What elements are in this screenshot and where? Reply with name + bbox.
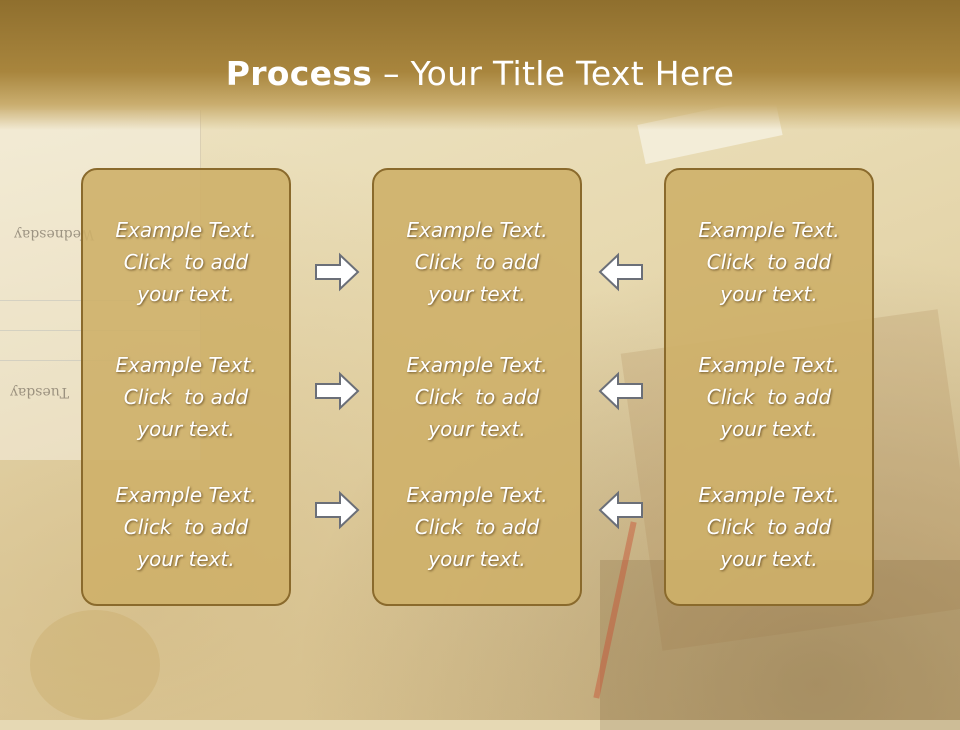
text-line: your text. — [720, 547, 818, 571]
text-line: Example Text. — [115, 218, 257, 242]
background-calendar-word: Tuesday — [10, 384, 70, 400]
text-line: your text. — [720, 417, 818, 441]
text-line: Click to add — [414, 250, 540, 274]
text-line: Click to add — [123, 515, 249, 539]
process-box-left[interactable]: Example Text. Click to add your text. Ex… — [81, 168, 291, 606]
text-line: Click to add — [123, 250, 249, 274]
text-line: your text. — [137, 282, 235, 306]
right-arrow-icon[interactable] — [314, 371, 360, 411]
text-line: Click to add — [706, 385, 832, 409]
text-placeholder[interactable]: Example Text. Click to add your text. — [666, 479, 872, 575]
left-arrow-icon[interactable] — [598, 252, 644, 292]
title-bold: Process — [225, 54, 373, 93]
text-line: Example Text. — [406, 218, 548, 242]
text-placeholder[interactable]: Example Text. Click to add your text. — [374, 349, 580, 445]
title-dash: – — [383, 54, 400, 93]
text-line: your text. — [137, 417, 235, 441]
title-bar — [0, 0, 960, 130]
text-line: Click to add — [123, 385, 249, 409]
right-arrow-icon[interactable] — [314, 252, 360, 292]
right-arrow-icon[interactable] — [314, 490, 360, 530]
text-placeholder[interactable]: Example Text. Click to add your text. — [666, 214, 872, 310]
text-line: your text. — [428, 547, 526, 571]
text-placeholder[interactable]: Example Text. Click to add your text. — [83, 349, 289, 445]
title-text: Your Title Text Here — [410, 54, 735, 93]
text-placeholder[interactable]: Example Text. Click to add your text. — [666, 349, 872, 445]
text-line: Example Text. — [406, 353, 548, 377]
text-line: Example Text. — [698, 218, 840, 242]
text-line: Click to add — [706, 515, 832, 539]
text-placeholder[interactable]: Example Text. Click to add your text. — [374, 214, 580, 310]
slide-title[interactable]: Process – Your Title Text Here — [0, 54, 960, 93]
left-arrow-icon[interactable] — [598, 371, 644, 411]
text-line: Example Text. — [115, 483, 257, 507]
text-line: Click to add — [414, 385, 540, 409]
text-line: Example Text. — [698, 353, 840, 377]
text-line: your text. — [428, 282, 526, 306]
text-line: your text. — [137, 547, 235, 571]
text-line: your text. — [428, 417, 526, 441]
text-line: Click to add — [706, 250, 832, 274]
text-line: your text. — [720, 282, 818, 306]
left-arrow-icon[interactable] — [598, 490, 644, 530]
text-placeholder[interactable]: Example Text. Click to add your text. — [83, 479, 289, 575]
process-box-right[interactable]: Example Text. Click to add your text. Ex… — [664, 168, 874, 606]
text-placeholder[interactable]: Example Text. Click to add your text. — [83, 214, 289, 310]
text-placeholder[interactable]: Example Text. Click to add your text. — [374, 479, 580, 575]
text-line: Example Text. — [406, 483, 548, 507]
text-line: Example Text. — [115, 353, 257, 377]
process-box-center[interactable]: Example Text. Click to add your text. Ex… — [372, 168, 582, 606]
text-line: Example Text. — [698, 483, 840, 507]
text-line: Click to add — [414, 515, 540, 539]
background-flower — [30, 610, 160, 720]
